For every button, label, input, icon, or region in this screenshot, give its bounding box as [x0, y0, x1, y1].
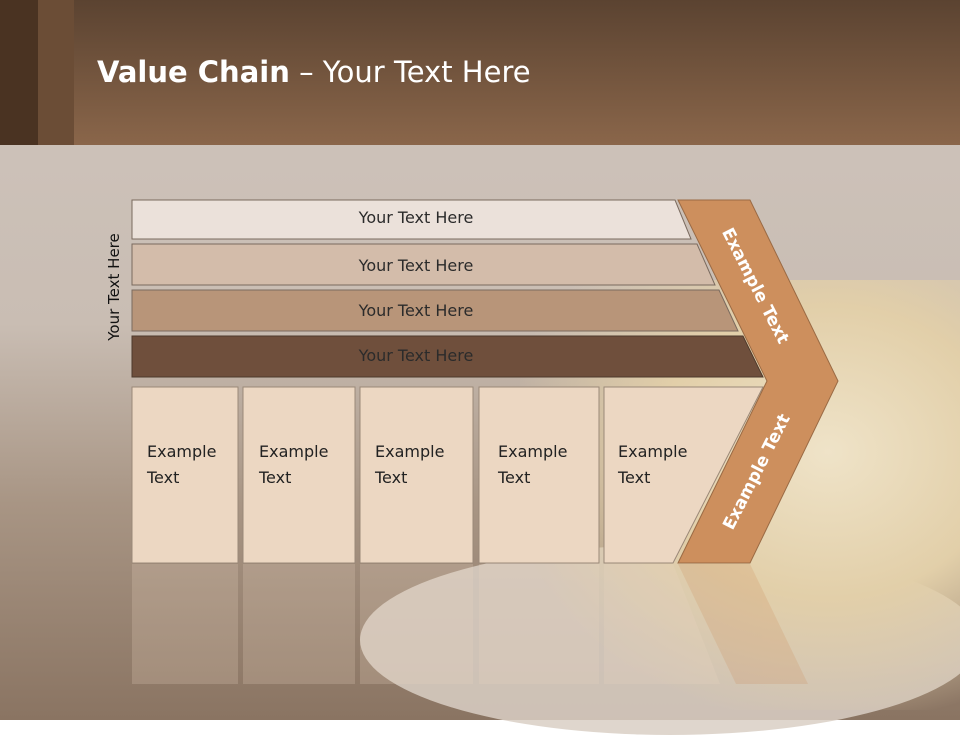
box-4-line1: Example: [498, 442, 568, 461]
box-2-line1: Example: [259, 442, 329, 461]
box-2-reflection: [243, 564, 355, 684]
box-1-reflection: [132, 564, 238, 684]
bar-4-label: Your Text Here: [358, 346, 474, 365]
bar-2-label: Your Text Here: [358, 256, 474, 275]
box-2-line2: Text: [259, 468, 292, 487]
box-1-shape[interactable]: [131, 386, 239, 564]
bar-2-shape[interactable]: [131, 243, 716, 286]
box-4-label: Example Text: [498, 439, 567, 491]
box-2-label: Example Text: [259, 439, 328, 491]
bar-1-label: Your Text Here: [358, 208, 474, 227]
box-2-shape[interactable]: [242, 386, 356, 564]
box-3-line1: Example: [375, 442, 445, 461]
title-rest: – Your Text Here: [289, 55, 531, 89]
chevron-arrow[interactable]: [677, 199, 839, 564]
box-4-shape[interactable]: [478, 386, 600, 564]
box-1-label: Example Text: [147, 439, 216, 491]
box-5-line1: Example: [618, 442, 688, 461]
header-accent-mid: [38, 0, 74, 145]
box-4-reflection: [479, 564, 599, 684]
box-5-shape[interactable]: [603, 386, 764, 564]
chevron-reflection: [678, 564, 808, 684]
box-5-label: Example Text: [618, 439, 687, 491]
box-4-line2: Text: [498, 468, 531, 487]
box-1-line1: Example: [147, 442, 217, 461]
value-chain-diagram: [131, 199, 839, 684]
box-3-label: Example Text: [375, 439, 444, 491]
title-bold: Value Chain: [97, 55, 290, 89]
box-3-shape[interactable]: [359, 386, 474, 564]
box-3-line2: Text: [375, 468, 408, 487]
slide-title[interactable]: Value Chain – Your Text Here: [97, 55, 531, 89]
bar-4-shape[interactable]: [131, 335, 764, 378]
box-1-line2: Text: [147, 468, 180, 487]
box-5-line2: Text: [618, 468, 651, 487]
box-3-reflection: [360, 564, 473, 684]
bar-3-label: Your Text Here: [358, 301, 474, 320]
bar-1-shape[interactable]: [131, 199, 692, 240]
box-5-reflection: [604, 564, 720, 684]
header-accent-dark: [0, 0, 38, 145]
bar-3-shape[interactable]: [131, 289, 739, 332]
reflection-group: [132, 564, 808, 684]
title-bar: Value Chain – Your Text Here: [0, 0, 960, 145]
